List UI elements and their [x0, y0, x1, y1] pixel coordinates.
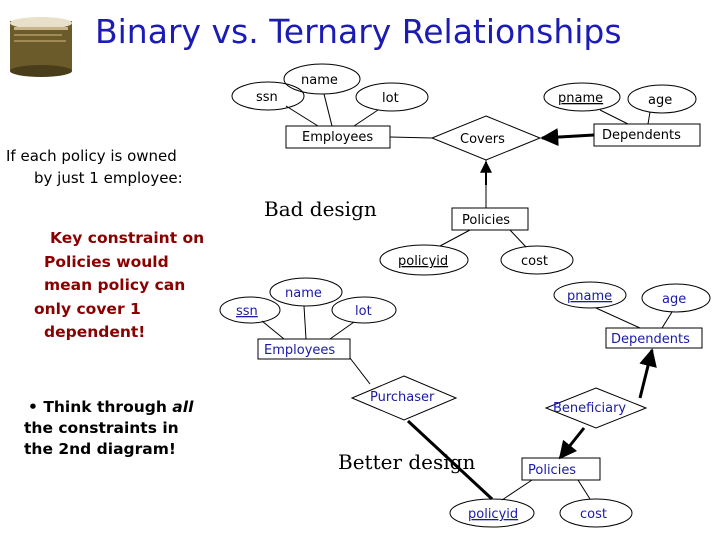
entity-employees: Employees — [302, 130, 373, 145]
key-note-line: only cover 1 — [34, 299, 141, 318]
entity-box — [451, 207, 529, 231]
relationship-diamond — [544, 387, 648, 429]
key-note-line: dependent! — [44, 323, 146, 341]
attr-oval — [543, 82, 621, 112]
attr-oval — [379, 244, 469, 276]
attr-cost: cost — [580, 507, 607, 522]
key-constraint-note: Key constraint on Policies would mean po… — [34, 227, 204, 345]
better-design-label: Better design — [338, 450, 475, 474]
attr-oval — [283, 63, 361, 95]
attr-oval — [627, 84, 697, 114]
attr-policyid: policyid — [468, 507, 518, 522]
attr-lot: lot — [382, 91, 399, 106]
attr-ssn: ssn — [236, 304, 258, 319]
key-note-line: mean policy can — [44, 276, 186, 294]
entity-employees: Employees — [264, 343, 335, 358]
diagram-better-design: ssn name lot pname age Employees Depende… — [219, 277, 711, 528]
key-note-line: Key constraint on — [50, 229, 205, 247]
entity-policies: Policies — [528, 463, 576, 478]
think-note-line: • Think through all — [24, 397, 193, 418]
entity-box — [605, 327, 703, 349]
slide-title: Binary vs. Ternary Relationships — [95, 12, 622, 51]
relationship-covers: Covers — [460, 132, 505, 147]
attr-cost: cost — [521, 254, 548, 269]
attr-age: age — [662, 292, 686, 307]
attr-oval — [641, 283, 711, 313]
attr-pname: pname — [567, 289, 612, 304]
attr-oval — [500, 245, 574, 275]
entity-dependents: Dependents — [611, 332, 690, 347]
attr-age: age — [648, 93, 672, 108]
relationship-diamond — [350, 375, 458, 421]
attr-oval — [231, 81, 305, 111]
course-logo-icon — [10, 17, 72, 77]
diagram-bad-design: ssn name lot pname age Employees Covers … — [231, 63, 701, 276]
entity-policies: Policies — [462, 213, 510, 228]
attr-policyid: policyid — [398, 254, 448, 269]
attr-lot: lot — [355, 304, 372, 319]
attr-name: name — [285, 286, 322, 301]
attr-name: name — [301, 73, 338, 88]
attr-oval — [219, 296, 281, 324]
ownership-note-line: by just 1 employee: — [34, 169, 183, 187]
ownership-note: If each policy is owned by just 1 employ… — [6, 145, 183, 189]
attr-oval — [553, 281, 627, 309]
entity-box — [257, 338, 351, 360]
attr-oval — [355, 82, 429, 112]
bad-design-label: Bad design — [264, 197, 377, 221]
think-note-emphasis: all — [172, 398, 194, 416]
entity-dependents: Dependents — [602, 128, 681, 143]
think-note-text: Think through — [43, 398, 173, 416]
think-note-line: the 2nd diagram! — [24, 440, 176, 458]
bullet-icon: • — [28, 398, 38, 416]
ownership-note-line: If each policy is owned — [6, 147, 177, 165]
attr-oval — [559, 498, 633, 528]
relationship-beneficiary: Beneficiary — [553, 401, 626, 416]
attr-oval — [331, 296, 397, 324]
think-note-line: the constraints in — [24, 419, 179, 437]
attr-oval — [269, 277, 343, 307]
think-through-note: • Think through all the constraints in t… — [24, 397, 193, 460]
attr-pname: pname — [558, 91, 603, 106]
key-note-line: Policies would — [44, 252, 169, 271]
relationship-purchaser: Purchaser — [370, 390, 435, 405]
attr-ssn: ssn — [256, 90, 278, 105]
